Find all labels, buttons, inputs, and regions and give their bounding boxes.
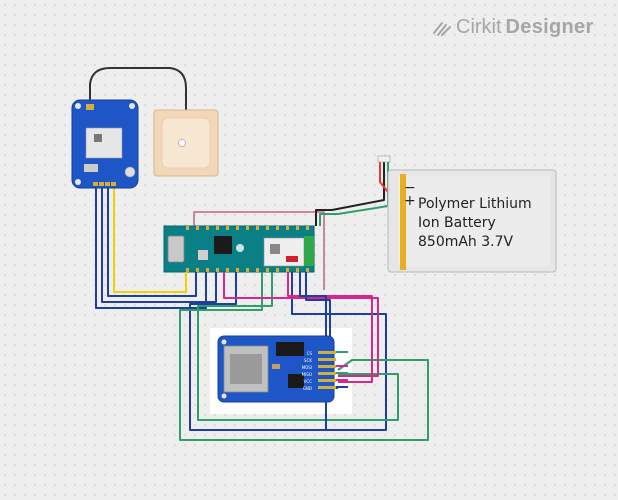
cirkit-logo-icon [433, 21, 451, 36]
gps-antenna[interactable] [153, 109, 219, 177]
brand-logo: Cirkit Designer [432, 16, 594, 39]
gps-mount-hole [75, 179, 81, 185]
brand-name-bold: Designer [505, 16, 594, 38]
gps-chip-shield [85, 127, 123, 159]
battery-minus-sign: − [404, 180, 416, 196]
sd-pin-header [318, 351, 336, 389]
gps-component [84, 164, 98, 172]
battery-face [398, 176, 550, 266]
nano-top-pins [186, 226, 309, 230]
nano-pin-leads [185, 272, 325, 290]
wire-navy-right[interactable] [299, 290, 350, 431]
sd-card-slot-inner [230, 354, 262, 384]
wire-gps-tx[interactable] [107, 184, 197, 297]
gps-battery-cell [124, 166, 136, 178]
wire-magenta-2[interactable] [287, 290, 373, 383]
antenna-cable[interactable] [89, 67, 187, 112]
sd-pin-label: GND [303, 386, 312, 391]
antenna-feed [178, 139, 186, 147]
sd-capacitor [272, 364, 280, 369]
antenna-inner [161, 117, 211, 169]
micro-sd-module[interactable]: CS SCK MOSI MISO VCC GND [217, 335, 336, 403]
wire-battery-red[interactable] [379, 158, 389, 193]
gps-antenna-connector [86, 104, 94, 110]
nano-reset-button [198, 250, 208, 260]
sd-pin-label: CS [307, 351, 313, 356]
sd-regulator [288, 374, 304, 388]
wire-pink-loop[interactable] [193, 211, 325, 290]
battery-plus-sign: + [404, 193, 416, 209]
gps-pin-header [93, 182, 116, 186]
battery-tab [400, 174, 406, 270]
sd-mount-hole [221, 393, 227, 399]
wire-gps-rx[interactable] [101, 184, 217, 303]
arduino-nano[interactable] [163, 225, 315, 290]
battery-label-line2: Ion Battery [418, 215, 496, 231]
nano-qr-mark [270, 244, 280, 254]
gps-qr-mark [94, 134, 102, 142]
battery-connector [377, 155, 391, 163]
sd-level-shifter [276, 342, 304, 356]
sd-pin-labels: CS SCK MOSI MISO VCC GND [302, 351, 313, 391]
gps-mount-hole [75, 103, 81, 109]
gps-module[interactable] [71, 99, 139, 189]
nano-mcu-chip [214, 236, 232, 254]
brand-name-light: Cirkit [456, 16, 502, 38]
sd-mount-hole [221, 339, 227, 345]
nano-module-logo [286, 256, 298, 262]
wire-green-outer[interactable] [179, 290, 429, 441]
sd-pin-label: MOSI [302, 365, 312, 370]
wire-green-inner[interactable] [197, 290, 399, 421]
sd-pin-label: MISO [302, 372, 312, 377]
wires [89, 67, 429, 441]
sd-pin-label: SCK [304, 358, 312, 363]
usb-connector [167, 235, 185, 263]
wire-magenta-1[interactable] [223, 290, 379, 377]
wire-gps-vcc[interactable] [113, 184, 187, 293]
sd-wire-ends [336, 351, 348, 388]
nano-bottom-pins [186, 268, 309, 272]
gps-mount-hole [129, 103, 135, 109]
wire-gps-gnd[interactable] [95, 184, 207, 309]
nano-antenna-strip [304, 236, 314, 266]
battery-label-line1: Polymer Lithium [418, 196, 532, 212]
lipo-battery[interactable]: − + Polymer Lithium Ion Battery 850mAh 3… [387, 169, 557, 273]
nano-logo [236, 244, 244, 252]
wire-battery-green[interactable] [319, 158, 389, 226]
sd-pin-label: VCC [304, 379, 313, 384]
wire-blue-loop[interactable] [189, 290, 387, 431]
battery-label-line3: 850mAh 3.7V [418, 234, 514, 250]
wire-battery-black[interactable] [315, 158, 385, 226]
